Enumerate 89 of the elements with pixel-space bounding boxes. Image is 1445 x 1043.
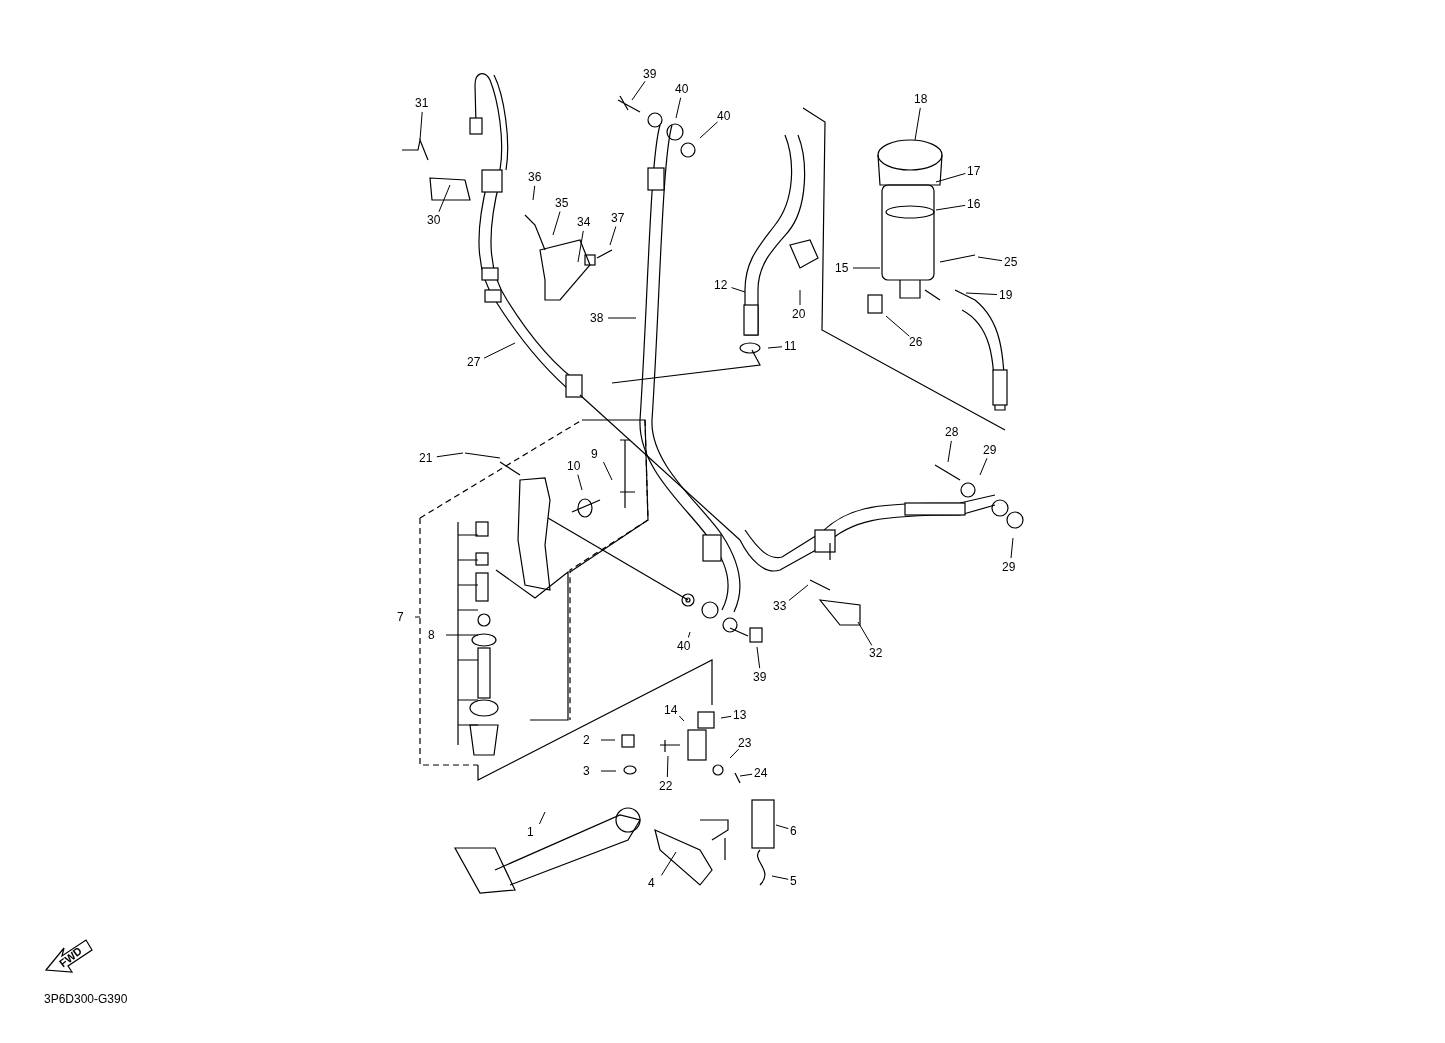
callout-number: 17 <box>967 164 981 178</box>
callout-number: 39 <box>643 67 657 81</box>
callout-number: 29 <box>1002 560 1016 574</box>
callout-number: 36 <box>528 170 542 184</box>
callout-number: 19 <box>999 288 1013 302</box>
callout-number: 24 <box>754 766 768 780</box>
callout-number: 40 <box>675 82 689 96</box>
leader-line <box>631 80 646 101</box>
leader-line <box>552 211 561 236</box>
callout-number: 22 <box>659 779 673 793</box>
leader-line <box>602 461 613 481</box>
callout-number: 16 <box>967 197 981 211</box>
callout-number: 20 <box>792 307 806 321</box>
leader-line <box>965 292 998 296</box>
callout-number: 5 <box>790 874 797 888</box>
leader-line <box>607 317 637 319</box>
callout-number: 1 <box>527 825 534 839</box>
callout-number: 35 <box>555 196 569 210</box>
callout-number: 11 <box>784 339 797 353</box>
leader-line <box>660 851 677 876</box>
leader-line <box>739 773 753 777</box>
callout-number: 3 <box>583 764 590 778</box>
callout-number: 13 <box>733 708 747 722</box>
leader-line <box>532 185 536 201</box>
leader-line <box>436 452 464 458</box>
leader-line <box>538 811 546 825</box>
leader-line <box>438 184 451 213</box>
callout-number: 21 <box>419 451 433 465</box>
leader-line <box>788 584 809 601</box>
leader-line <box>756 646 761 669</box>
leader-line <box>600 739 616 741</box>
callout-number: 12 <box>714 278 728 292</box>
callout-number: 26 <box>909 335 923 349</box>
leader-line <box>977 256 1003 262</box>
callout-number: 39 <box>753 670 767 684</box>
leader-line <box>445 634 459 636</box>
callout-number: 4 <box>648 876 655 890</box>
part-code: 3P6D300-G390 <box>44 992 128 1006</box>
callout-number: 9 <box>591 447 598 461</box>
leader-line <box>775 824 789 830</box>
callout-number: 23 <box>738 736 752 750</box>
leader-line <box>577 474 583 491</box>
leader-line <box>675 97 682 119</box>
callout-number: 10 <box>567 459 581 473</box>
callout-number: 7 <box>397 610 404 624</box>
callout-number: 34 <box>577 215 591 229</box>
leader-line <box>419 111 423 141</box>
leader-line <box>731 287 746 293</box>
leader-line <box>1010 537 1014 559</box>
leader-line <box>852 267 881 269</box>
callout-number: 40 <box>677 639 691 653</box>
callout-number: 25 <box>1004 255 1018 269</box>
callout-number: 18 <box>914 92 928 106</box>
leader-line <box>577 230 584 263</box>
callout-number: 38 <box>590 311 604 325</box>
leader-line <box>720 715 732 719</box>
callout-number: 30 <box>427 213 441 227</box>
leader-line <box>947 440 952 463</box>
leader-line <box>885 315 910 337</box>
leader-line <box>914 107 921 141</box>
callout-number: 40 <box>717 109 731 123</box>
callout-number: 8 <box>428 628 435 642</box>
leader-line <box>666 755 669 778</box>
leader-line <box>771 875 789 880</box>
leader-line <box>699 121 718 139</box>
callout-number: 28 <box>945 425 959 439</box>
callout-number: 14 <box>664 703 678 717</box>
callout-number: 2 <box>583 733 590 747</box>
leader-line <box>935 172 966 183</box>
callout-number: 15 <box>835 261 849 275</box>
leader-line <box>600 770 617 772</box>
leader-line <box>935 204 966 211</box>
leader-line <box>609 226 617 246</box>
leader-line <box>414 616 421 618</box>
leader-line <box>979 457 988 476</box>
callout-number: 37 <box>611 211 625 225</box>
leader-line <box>687 631 691 638</box>
leader-line <box>799 289 801 306</box>
leader-line <box>767 346 783 349</box>
callout-number: 33 <box>773 599 787 613</box>
leader-line <box>857 621 873 646</box>
callout-number: 32 <box>869 646 883 660</box>
callout-number: 31 <box>415 96 429 110</box>
leader-line <box>729 748 740 759</box>
callout-number: 29 <box>983 443 997 457</box>
callout-number: 27 <box>467 355 481 369</box>
leader-line <box>678 715 685 722</box>
leader-line <box>483 342 516 359</box>
callout-number: 6 <box>790 824 797 838</box>
